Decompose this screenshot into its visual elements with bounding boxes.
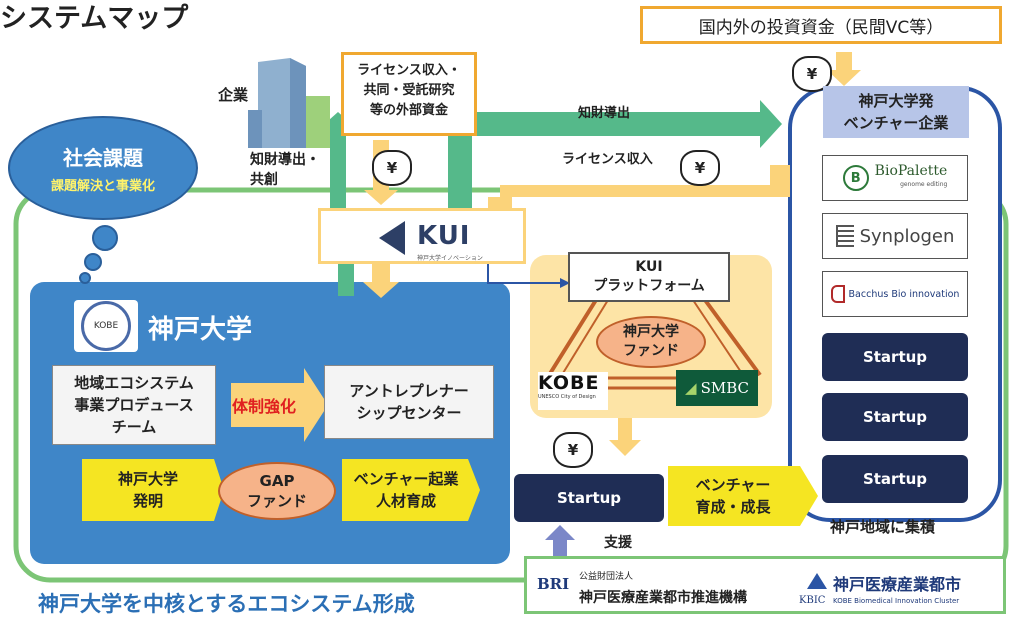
synplogen-mark-icon [835,225,854,247]
cluster-label: 神戸地域に集積 [830,518,936,536]
money-bag-icon: ¥ [553,432,593,468]
startup-box: Startup [822,393,968,441]
biopalette-name: BioPalette [874,163,948,179]
startup-label: Startup [862,470,928,488]
startup-label: Startup [862,408,928,426]
license-line-2: 共同・受託研究 [363,83,455,98]
gap-fund-oval: GAP ファンド [218,462,336,520]
univ-fund-oval: 神戸大学 ファンド [596,316,706,368]
biopalette-mark-text: B [850,170,861,186]
social-issue-title: 社会課題 [63,146,143,170]
gap-line-2: ファンド [246,492,307,510]
company-label: 企業 [218,86,249,104]
kui-box: KUI 神戸大学イノベーション [318,208,526,264]
univ-fund-line-1: 神戸大学 [623,324,679,340]
company-logo-biopalette: B BioPalette genome editing [822,155,968,201]
kui-name: KUI [417,221,471,251]
entre-line-2: シップセンター [356,404,462,422]
venture-hr-label: ベンチャー起業 人材育成 [342,459,470,521]
univ-fund-line-2: ファンド [623,343,679,359]
bri-mark-icon: BRI [537,575,569,593]
ventures-header: 神戸大学発 ベンチャー企業 [823,86,969,138]
yen-symbol: ¥ [694,159,706,177]
social-issue-subtitle: 課題解決と事業化 [50,179,155,194]
producer-team-box: 地域エコシステム 事業プロデュース チーム [52,365,216,445]
venture-growth-line-1: ベンチャー [695,476,771,494]
startup-box: Startup [822,455,968,503]
license-revenue-box: ライセンス収入・ 共同・受託研究 等の外部資金 [341,52,477,136]
kbic-sub: KOBE Biomedical Innovation Cluster [833,597,960,605]
kobe-city-name: KOBE [538,372,600,394]
platform-line-2: プラットフォーム [593,278,705,294]
startup-box: Startup [822,333,968,381]
startup-label: Startup [862,348,928,366]
kobe-city-sub: UNESCO City of Design [538,394,596,400]
kui-logo-icon [379,221,405,255]
biopalette-mark-icon: B [842,165,869,191]
bacchus-name: Bacchus Bio innovation [848,288,960,300]
venture-growth-line-2: 育成・成長 [695,498,771,516]
license-income-label: ライセンス収入 [562,152,653,167]
bacchus-mark-icon [830,285,845,303]
univ-invention-label: 神戸大学 発明 [82,459,214,521]
investment-label: 国内外の投資資金（民間VC等） [698,17,944,38]
invention-line-1: 神戸大学 [117,470,178,488]
money-bag-icon: ¥ [680,150,720,186]
smbc-name: SMBC [700,379,749,397]
foundation-small: 公益財団法人 [579,572,634,582]
ip-cocreation-line-1: 知財導出・ [250,152,320,168]
kobe-city-logo: KOBE UNESCO City of Design [538,372,608,410]
bri-mark-text: BRI [537,575,570,593]
kbic-mark-icon [807,573,827,589]
entre-line-1: アントレプレナー [349,382,469,400]
producer-line-2: 事業プロデュース [74,396,194,414]
structure-strengthening-label: 体制強化 [232,397,297,416]
money-bag-icon: ¥ [372,150,412,186]
company-logo-synplogen: Synplogen [822,213,968,259]
smbc-mark-icon: ◢ [685,379,697,397]
kobe-univ-title: 神戸大学 [148,315,253,345]
license-line-1: ライセンス収入・ [357,63,461,78]
yen-symbol: ¥ [386,159,398,177]
startup-center-box: Startup [514,474,664,522]
ventures-header-line-1: 神戸大学発 [858,92,934,110]
smbc-logo: ◢ SMBC [676,370,758,406]
kobe-univ-emblem-icon: KOBE [81,301,131,351]
kbic-name: 神戸医療産業都市 [833,575,962,594]
venture-hr-line-2: 人材育成 [375,492,436,510]
ventures-header-line-2: ベンチャー企業 [843,114,949,132]
synplogen-name: Synplogen [859,225,955,247]
license-line-3: 等の外部資金 [369,103,448,118]
venture-hr-line-1: ベンチャー起業 [353,470,459,488]
producer-line-3: チーム [111,418,157,436]
bottom-title: 神戸大学を中核とするエコシステム形成 [38,592,415,616]
social-issue-cloud: 社会課題 課題解決と事業化 [8,116,198,220]
ip-transfer-label: 知財導出 [578,106,631,121]
page-title: システムマップ [0,3,189,34]
kobe-univ-logo-text: KOBE [93,321,119,331]
invention-line-2: 発明 [132,492,163,510]
startup-center-label: Startup [556,489,622,507]
ip-cocreation-line-2: 共創 [250,172,278,188]
yen-symbol: ¥ [567,441,579,459]
platform-line-1: KUI [635,259,663,275]
gap-line-1: GAP [259,472,295,490]
kobe-univ-logo: KOBE [74,300,138,352]
kui-platform-box: KUI プラットフォーム [568,252,730,302]
producer-line-1: 地域エコシステム [74,374,194,392]
foundation-name: 神戸医療産業都市推進機構 [579,590,747,606]
kbic-mark: KBIC [799,595,826,606]
yen-symbol: ¥ [806,65,818,83]
kui-subtitle: 神戸大学イノベーション [417,255,483,262]
entrepreneurship-center-box: アントレプレナー シップセンター [324,365,494,439]
company-logo-bacchus: Bacchus Bio innovation [822,271,968,317]
biopalette-sub: genome editing [900,181,948,188]
ip-cocreation-label: 知財導出・ 共創 [250,150,320,190]
support-label: 支援 [604,535,632,551]
venture-growth-label: ベンチャー 育成・成長 [668,466,798,526]
foundation-box: BRI 公益財団法人 神戸医療産業都市推進機構 神戸医療産業都市 KBIC KO… [524,556,1006,614]
investment-box: 国内外の投資資金（民間VC等） [640,6,1002,44]
